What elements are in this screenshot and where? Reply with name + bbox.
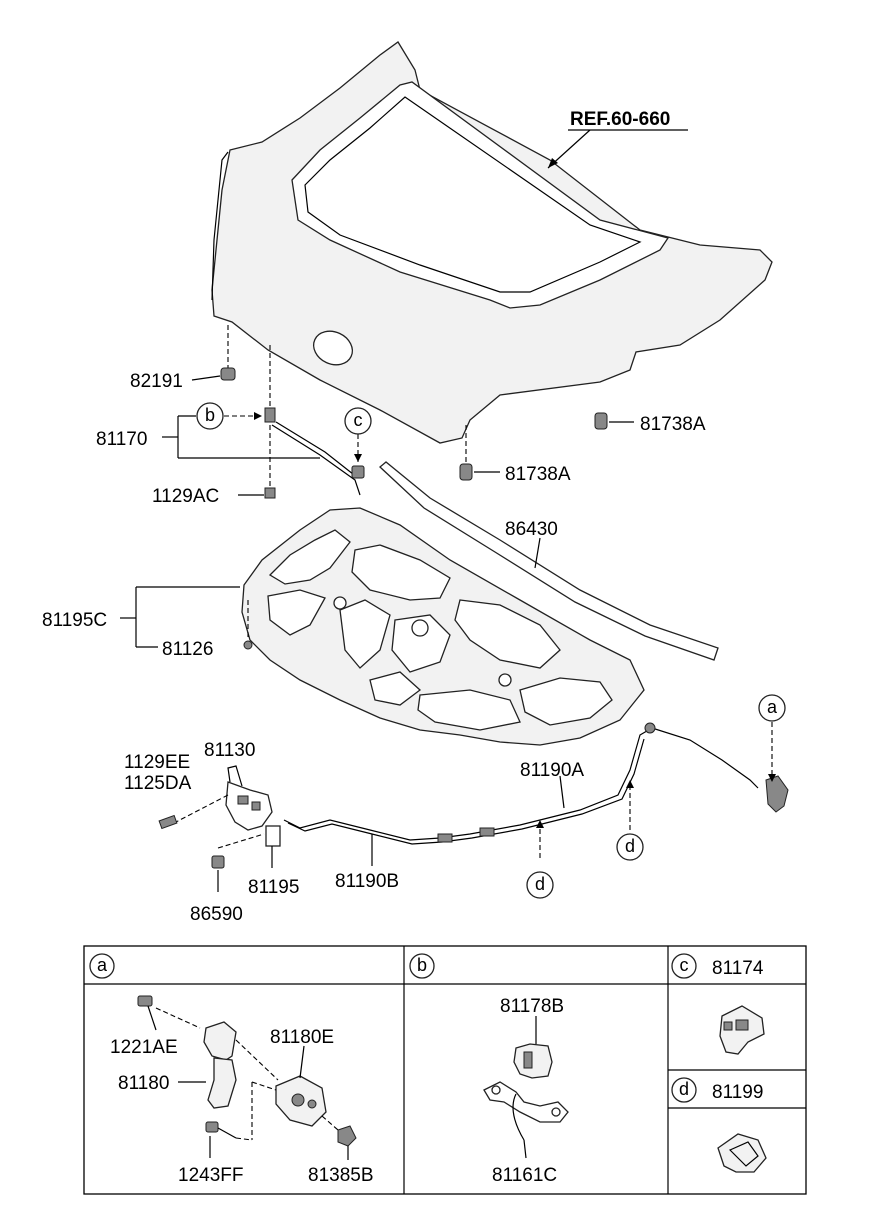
label-81126: 81126 [162,639,213,660]
label-1125da: 1125DA [124,773,192,794]
hood-oval-hole [313,330,353,366]
callout-d-2: d [616,833,644,861]
part-81738a-center: 81738A [459,425,571,485]
svg-text:c: c [680,955,689,975]
svg-text:d: d [625,836,635,856]
part-81170-hinge: 81170 [96,345,361,499]
detail-table [83,945,807,1195]
label-81161c: 81161C [492,1165,557,1186]
svg-text:b: b [205,405,215,425]
callout-d-1: d [526,871,554,899]
label-1243ff: 1243FF [178,1165,243,1186]
table-cell-d: d 81199 [671,1077,767,1173]
label-81180: 81180 [118,1073,169,1094]
label-86430: 86430 [505,519,558,540]
hood-panel [211,41,773,444]
label-81130: 81130 [204,740,255,761]
svg-text:a: a [767,697,778,717]
callout-b: b [196,402,224,430]
part-81738a-right: 81738A [594,412,706,435]
label-1129ee: 1129EE [124,752,190,773]
part-86430-weatherstrip: 86430 [379,461,719,661]
table-cell-a: a 1221AE 81180E 81180 1243FF 81385B [89,953,374,1186]
label-81174: 81174 [712,958,764,979]
label-81178b: 81178B [500,996,564,1017]
svg-text:c: c [354,410,363,430]
table-cell-c: c 81174 [671,953,765,1055]
svg-text:d: d [535,874,545,894]
label-81199: 81199 [712,1082,763,1103]
part-81130-latch: 1129EE 1125DA 81130 [124,740,273,831]
callout-c: c [344,407,372,435]
callout-a: a [758,694,786,722]
svg-text:d: d [679,1079,689,1099]
svg-text:a: a [97,955,108,975]
label-81738a-center: 81738A [505,464,571,485]
label-81195: 81195 [248,877,299,898]
label-81180e: 81180E [270,1027,334,1048]
label-1221ae: 1221AE [110,1037,178,1058]
table-cell-b: b 81178B 81161C [409,953,569,1186]
part-81126: 81126 [162,600,253,660]
part-81195-striker: 81195 [248,825,299,898]
part-86590-bolt: 86590 [190,833,265,925]
label-81190b: 81190B [335,871,399,892]
part-1129ac: 1129AC [152,486,264,507]
part-81195c-insulator: 81195C [42,507,645,746]
label-81385b: 81385B [308,1165,374,1186]
label-1129ac: 1129AC [152,486,219,507]
ref-label: REF.60-660 [570,109,670,130]
svg-text:b: b [417,955,427,975]
part-82191: 82191 [130,325,236,392]
ref-callout: REF.60-660 [547,109,688,169]
label-82191: 82191 [130,371,183,392]
label-86590: 86590 [190,904,243,925]
part-c-clip [351,434,365,479]
label-81195c: 81195C [42,610,107,631]
part-81190-release-cable: 81190A 81190B [283,722,789,892]
label-81190a: 81190A [520,760,584,781]
label-81170: 81170 [96,429,147,450]
label-81738a-right: 81738A [640,414,706,435]
